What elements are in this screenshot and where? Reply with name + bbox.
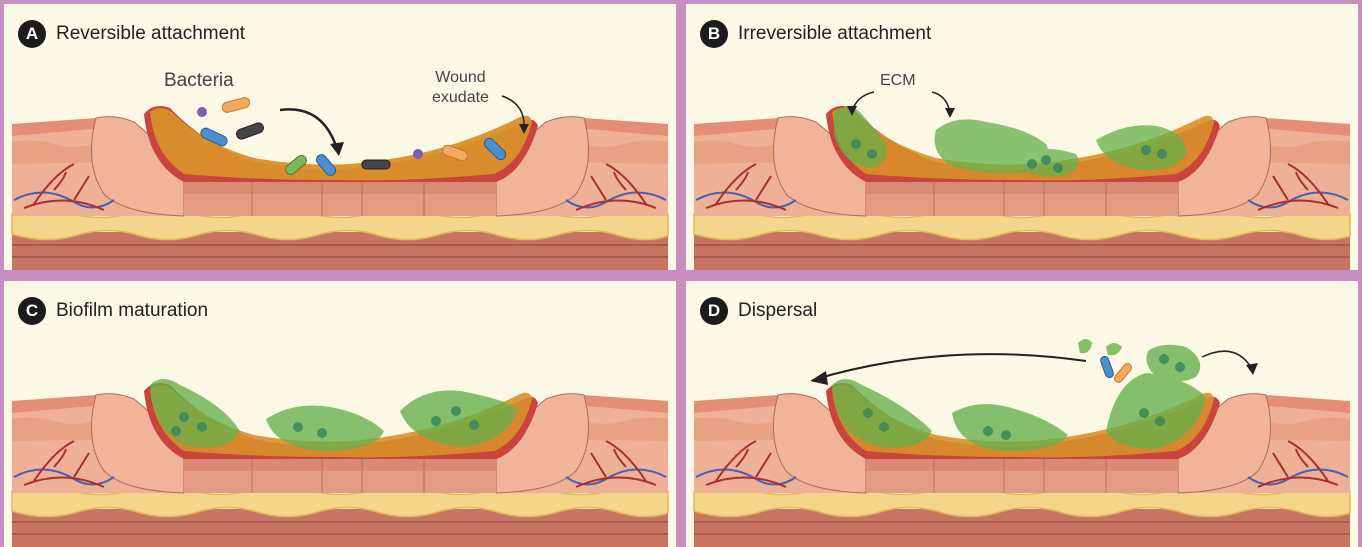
panel-title: Irreversible attachment [738,23,931,45]
panel-reversible-attachment: Bacteria Wound exudate A Reversible atta… [4,4,676,270]
biofilm-clusters [832,339,1206,451]
panel-letter-badge: C [18,297,46,325]
wound-exudate-label: Wound exudate [432,68,489,108]
panel-irreversible-attachment: ECM B Irreversible attachment [686,4,1358,270]
panel-letter-badge: B [700,20,728,48]
panel-header-b: B Irreversible attachment [700,20,931,48]
panel-title: Biofilm maturation [56,300,208,322]
wound-label-line1: Wound [432,68,489,88]
biofilm-clusters [150,379,518,451]
panel-header-c: C Biofilm maturation [18,297,208,325]
panel-letter-badge: A [18,20,46,48]
panel-header-a: A Reversible attachment [18,20,245,48]
panel-title: Reversible attachment [56,23,245,45]
panel-title: Dispersal [738,300,817,322]
ecm-label: ECM [880,72,916,90]
panel-biofilm-maturation: C Biofilm maturation [4,281,676,547]
panel-header-d: D Dispersal [700,297,817,325]
panel-letter-badge: D [700,297,728,325]
wound-label-line2: exudate [432,88,489,108]
bacteria-label: Bacteria [164,70,234,92]
panel-dispersal: D Dispersal [686,281,1358,547]
